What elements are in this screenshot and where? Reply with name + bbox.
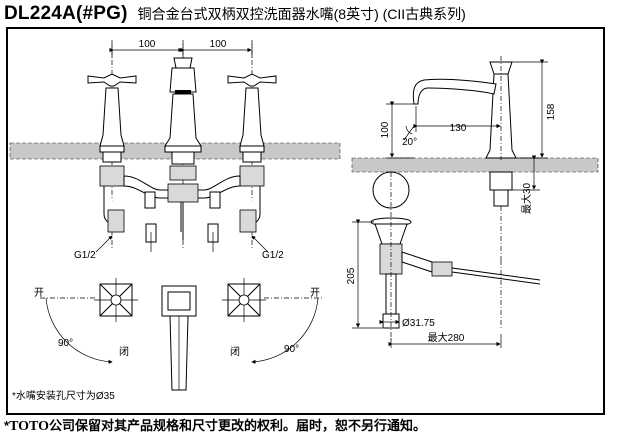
dim-height: 158 xyxy=(546,103,557,120)
close-left-label: 闭 xyxy=(119,345,129,358)
close-right-label: 闭 xyxy=(230,345,240,358)
drawing-frame xyxy=(6,27,605,415)
model-number: DL224A(#PG) xyxy=(4,3,128,24)
dim-reach: 130 xyxy=(450,123,467,134)
max-counter-thickness: 最大30 xyxy=(520,182,533,214)
center-spout xyxy=(164,57,202,165)
install-hole-note: *水嘴安装孔尺寸为Ø35 xyxy=(12,389,115,402)
thread-right: G1/2 xyxy=(262,250,284,261)
page-title: DL224A(#PG) 铜合金台式双柄双控洗面器水嘴(8英寸) (CII古典系列) xyxy=(4,3,466,25)
open-right-label: 开 xyxy=(310,288,320,299)
max-length: 最大280 xyxy=(428,331,465,344)
open-left-label: 开 xyxy=(34,288,44,299)
brand-name: TOTO xyxy=(9,419,50,434)
side-view: 158 100 130 20° 最大30 xyxy=(346,56,599,348)
drain-height: 205 xyxy=(346,267,357,284)
side-countertop xyxy=(351,157,599,173)
top-view: 开 开 闭 闭 90° 90° *水嘴安装孔尺寸为Ø35 xyxy=(12,278,322,402)
angle-20: 20° xyxy=(402,137,417,148)
right-handle-top xyxy=(222,278,266,322)
thread-left: G1/2 xyxy=(74,250,96,261)
front-view: 100 100 xyxy=(9,39,341,261)
footer-text: 公司保留对其产品规格和尺寸更改的权利。届时，恕不另行通知。 xyxy=(49,418,427,433)
left-handle-top xyxy=(94,278,138,322)
angle-left-label: 90° xyxy=(58,338,73,349)
popup-drain xyxy=(370,217,541,330)
dim-spout-height: 100 xyxy=(380,121,391,138)
product-description: 铜合金台式双柄双控洗面器水嘴(8英寸) (CII古典系列) xyxy=(137,6,466,22)
front-dim-left: 100 xyxy=(139,39,156,50)
front-dim-right: 100 xyxy=(210,39,227,50)
under-counter-plumbing xyxy=(99,165,265,252)
footer-notice: *TOTO公司保留对其产品规格和尺寸更改的权利。届时，恕不另行通知。 xyxy=(4,418,426,434)
angle-right-label: 90° xyxy=(284,344,299,355)
footer-asterisk: * xyxy=(4,418,10,433)
left-cross-handle xyxy=(87,73,137,163)
drain-diameter: Ø31.75 xyxy=(402,318,435,329)
spout-top xyxy=(161,285,197,391)
right-cross-handle xyxy=(227,73,277,163)
